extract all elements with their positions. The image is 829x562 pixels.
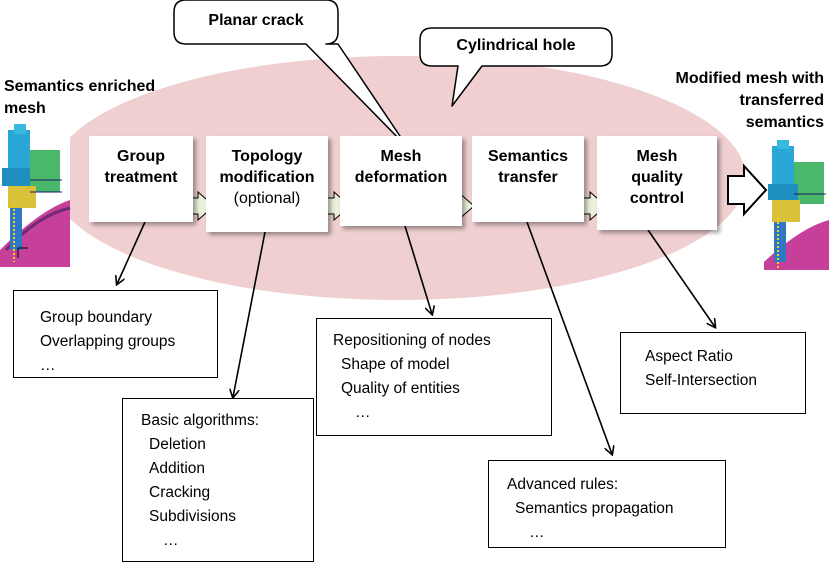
group-item-3: …: [40, 357, 56, 374]
connector-arrows: [117, 221, 715, 454]
stage-group-line-2: treatment: [104, 169, 178, 186]
left-title: Semantics enriched mesh: [4, 76, 155, 120]
detail-box-basic-algorithms: Basic algorithms: Deletion Addition Crac…: [122, 398, 314, 562]
detail-box-group: Group boundary Overlapping groups …: [13, 290, 218, 378]
stage-topology-line-1: Topology: [231, 148, 303, 165]
stage-transfer-line-1: Semantics: [487, 148, 569, 165]
stage-mesh-deformation: Mesh deformation: [340, 136, 462, 226]
stage-quality-line-3: control: [629, 190, 685, 207]
right-mesh-image: [764, 140, 829, 270]
stage-mesh-quality-control: Mesh quality control: [597, 136, 717, 230]
left-title-line-2: mesh: [4, 100, 46, 117]
planar-crack-callout-shape: [173, 0, 409, 149]
advanced-rules-item-2: …: [529, 524, 545, 541]
stage-group-treatment: Group treatment: [89, 136, 193, 222]
basic-algorithms-item-4: Subdivisions: [149, 508, 237, 525]
basic-algorithms-item-1: Deletion: [149, 436, 206, 453]
stage-topology-note: (optional): [233, 190, 301, 207]
stage-deformation-line-2: deformation: [354, 169, 448, 186]
repositioning-item-2: Quality of entities: [341, 380, 460, 397]
connector-quality: [647, 229, 715, 327]
connector-group: [117, 221, 146, 284]
repositioning-item-3: …: [355, 404, 371, 421]
quality-item-2: Self-Intersection: [645, 372, 757, 389]
right-title: Modified mesh with transferred semantics: [628, 68, 824, 134]
flow-arrow-output: [727, 163, 768, 217]
advanced-rules-item-1: Semantics propagation: [515, 500, 674, 517]
stage-quality-line-1: Mesh: [636, 148, 678, 165]
left-mesh-image: [0, 122, 71, 267]
stage-quality-line-2: quality: [631, 169, 683, 186]
right-title-line-2: transferred: [739, 92, 824, 109]
stage-transfer-line-2: transfer: [498, 169, 558, 186]
connector-topology: [233, 231, 266, 397]
cylindrical-hole-label: Cylindrical hole: [456, 37, 576, 54]
basic-algorithms-heading: Basic algorithms:: [141, 412, 260, 429]
group-item-1: Group boundary: [40, 309, 153, 326]
detail-box-repositioning: Repositioning of nodes Shape of model Qu…: [316, 318, 552, 436]
basic-algorithms-item-2: Addition: [149, 460, 206, 477]
detail-box-quality: Aspect Ratio Self-Intersection: [620, 332, 806, 414]
stage-semantics-transfer: Semantics transfer: [472, 136, 584, 222]
connector-transfer: [526, 221, 612, 454]
right-title-line-1: Modified mesh with: [675, 70, 824, 87]
quality-item-1: Aspect Ratio: [645, 348, 733, 365]
basic-algorithms-item-5: …: [163, 532, 179, 549]
left-title-line-1: Semantics enriched: [4, 78, 156, 95]
planar-crack-label: Planar crack: [208, 12, 304, 29]
group-item-2: Overlapping groups: [40, 333, 176, 350]
stage-topology-line-2: modification: [219, 169, 315, 186]
stage-group-line-1: Group: [117, 148, 165, 165]
detail-box-advanced-rules: Advanced rules: Semantics propagation …: [488, 460, 726, 548]
stage-topology-modification: Topology modification (optional): [206, 136, 328, 232]
stage-deformation-line-1: Mesh: [380, 148, 422, 165]
cylindrical-hole-callout-shape: [419, 27, 613, 107]
advanced-rules-heading: Advanced rules:: [507, 476, 619, 493]
basic-algorithms-item-3: Cracking: [149, 484, 211, 501]
right-title-line-3: semantics: [745, 114, 824, 131]
connector-deformation: [404, 225, 432, 314]
repositioning-item-1: Shape of model: [341, 356, 450, 373]
repositioning-heading: Repositioning of nodes: [333, 332, 491, 349]
